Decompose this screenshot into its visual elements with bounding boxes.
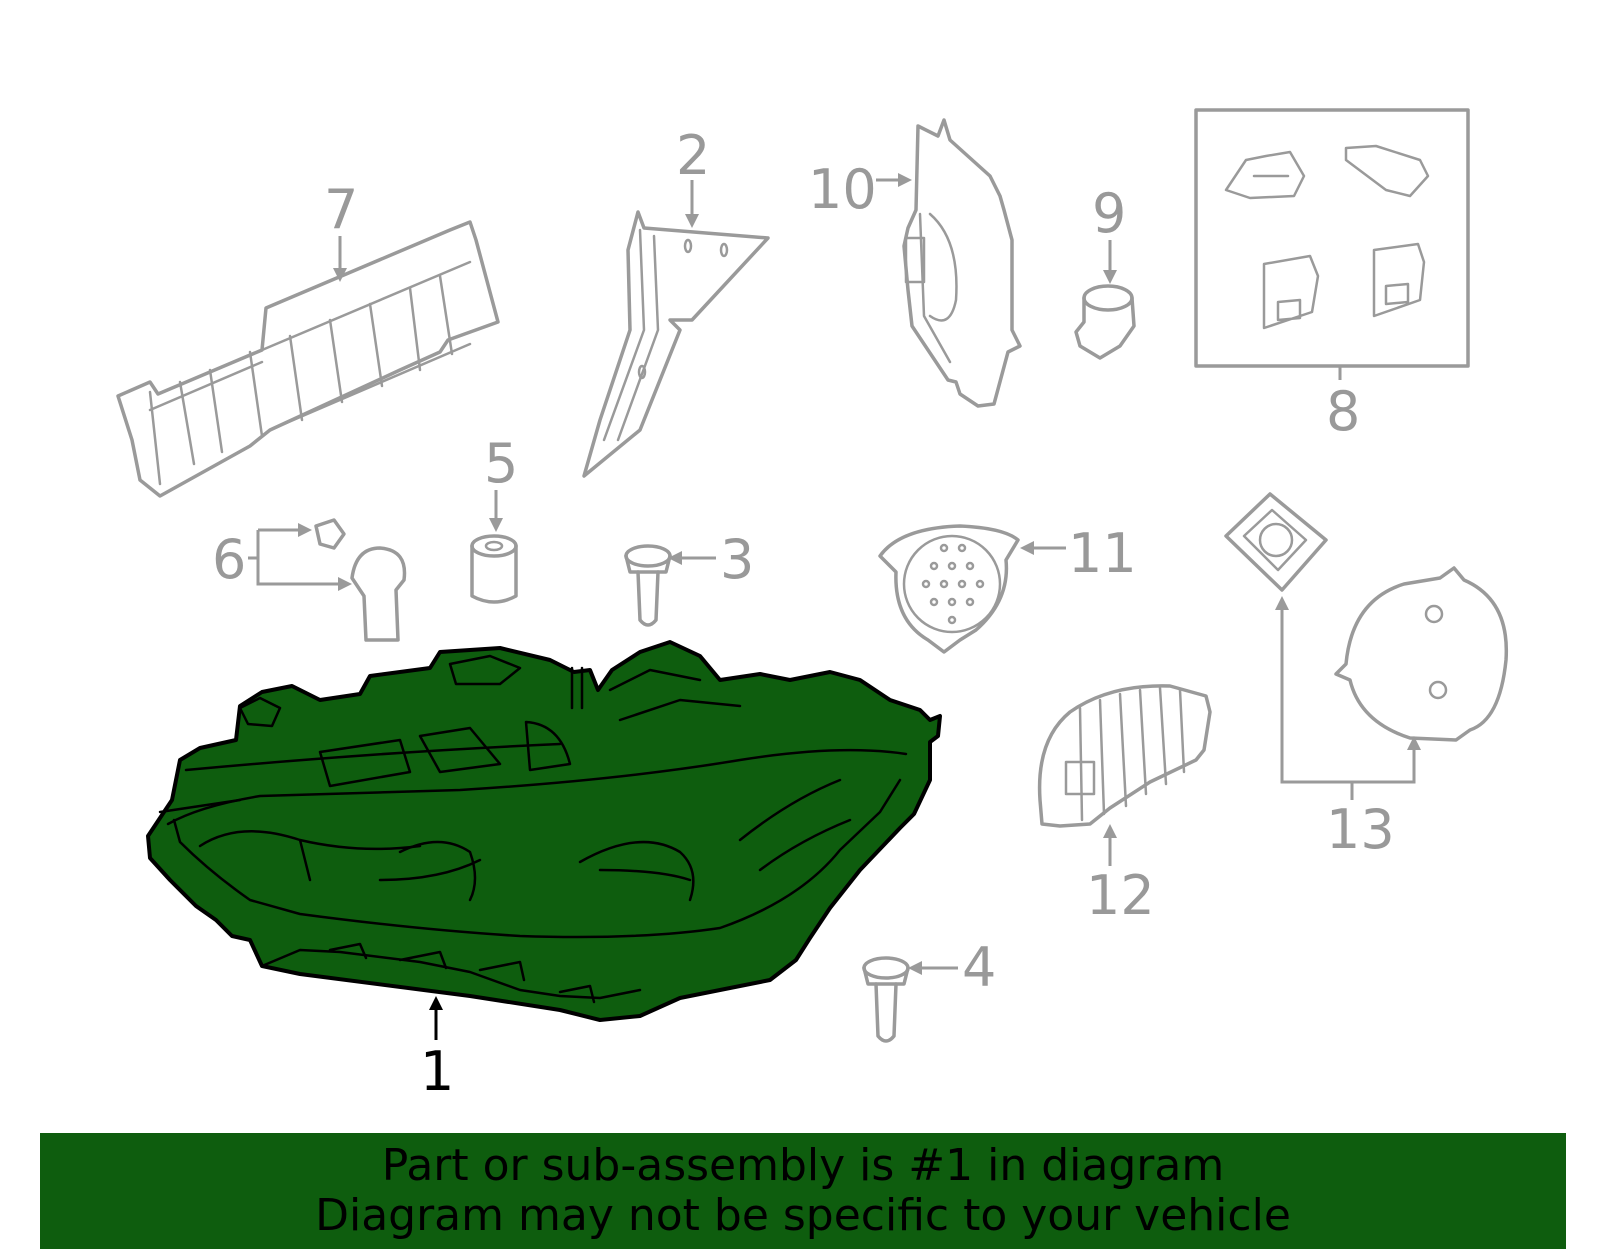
callout-3[interactable]: 3	[720, 528, 754, 591]
callout-1[interactable]: 1	[420, 1040, 454, 1103]
callout-6[interactable]: 6	[212, 528, 246, 591]
part-1-headlamp-assembly[interactable]	[146, 640, 942, 1022]
part-8-bracket-kit[interactable]	[1194, 108, 1470, 368]
callout-10[interactable]: 10	[808, 158, 877, 221]
part-7-bracket[interactable]	[116, 220, 500, 498]
part-12-led-module[interactable]	[1037, 684, 1212, 828]
banner-line-1: Part or sub-assembly is #1 in diagram	[381, 1140, 1225, 1191]
callout-13[interactable]: 13	[1326, 798, 1395, 861]
info-banner: Part or sub-assembly is #1 in diagram Di…	[40, 1133, 1566, 1249]
callout-2[interactable]: 2	[676, 124, 710, 187]
part-2-shield[interactable]	[582, 210, 770, 478]
part-13-fan-cover[interactable]	[1224, 492, 1509, 742]
part-3-screw[interactable]	[624, 544, 672, 627]
callout-4[interactable]: 4	[962, 936, 996, 999]
part-5-spacer[interactable]	[470, 534, 518, 604]
callout-5[interactable]: 5	[484, 432, 518, 495]
callout-8[interactable]: 8	[1326, 380, 1360, 443]
part-4-screw[interactable]	[862, 956, 910, 1043]
part-6-bulb[interactable]	[314, 518, 407, 642]
callout-7[interactable]: 7	[324, 178, 358, 241]
callout-9[interactable]: 9	[1092, 182, 1126, 245]
part-9-socket[interactable]	[1074, 284, 1136, 360]
callout-12[interactable]: 12	[1086, 864, 1155, 927]
part-11-cover[interactable]	[878, 524, 1020, 654]
banner-line-2: Diagram may not be specific to your vehi…	[315, 1190, 1291, 1241]
part-10-control-module[interactable]	[902, 118, 1022, 408]
callout-11[interactable]: 11	[1068, 522, 1137, 585]
